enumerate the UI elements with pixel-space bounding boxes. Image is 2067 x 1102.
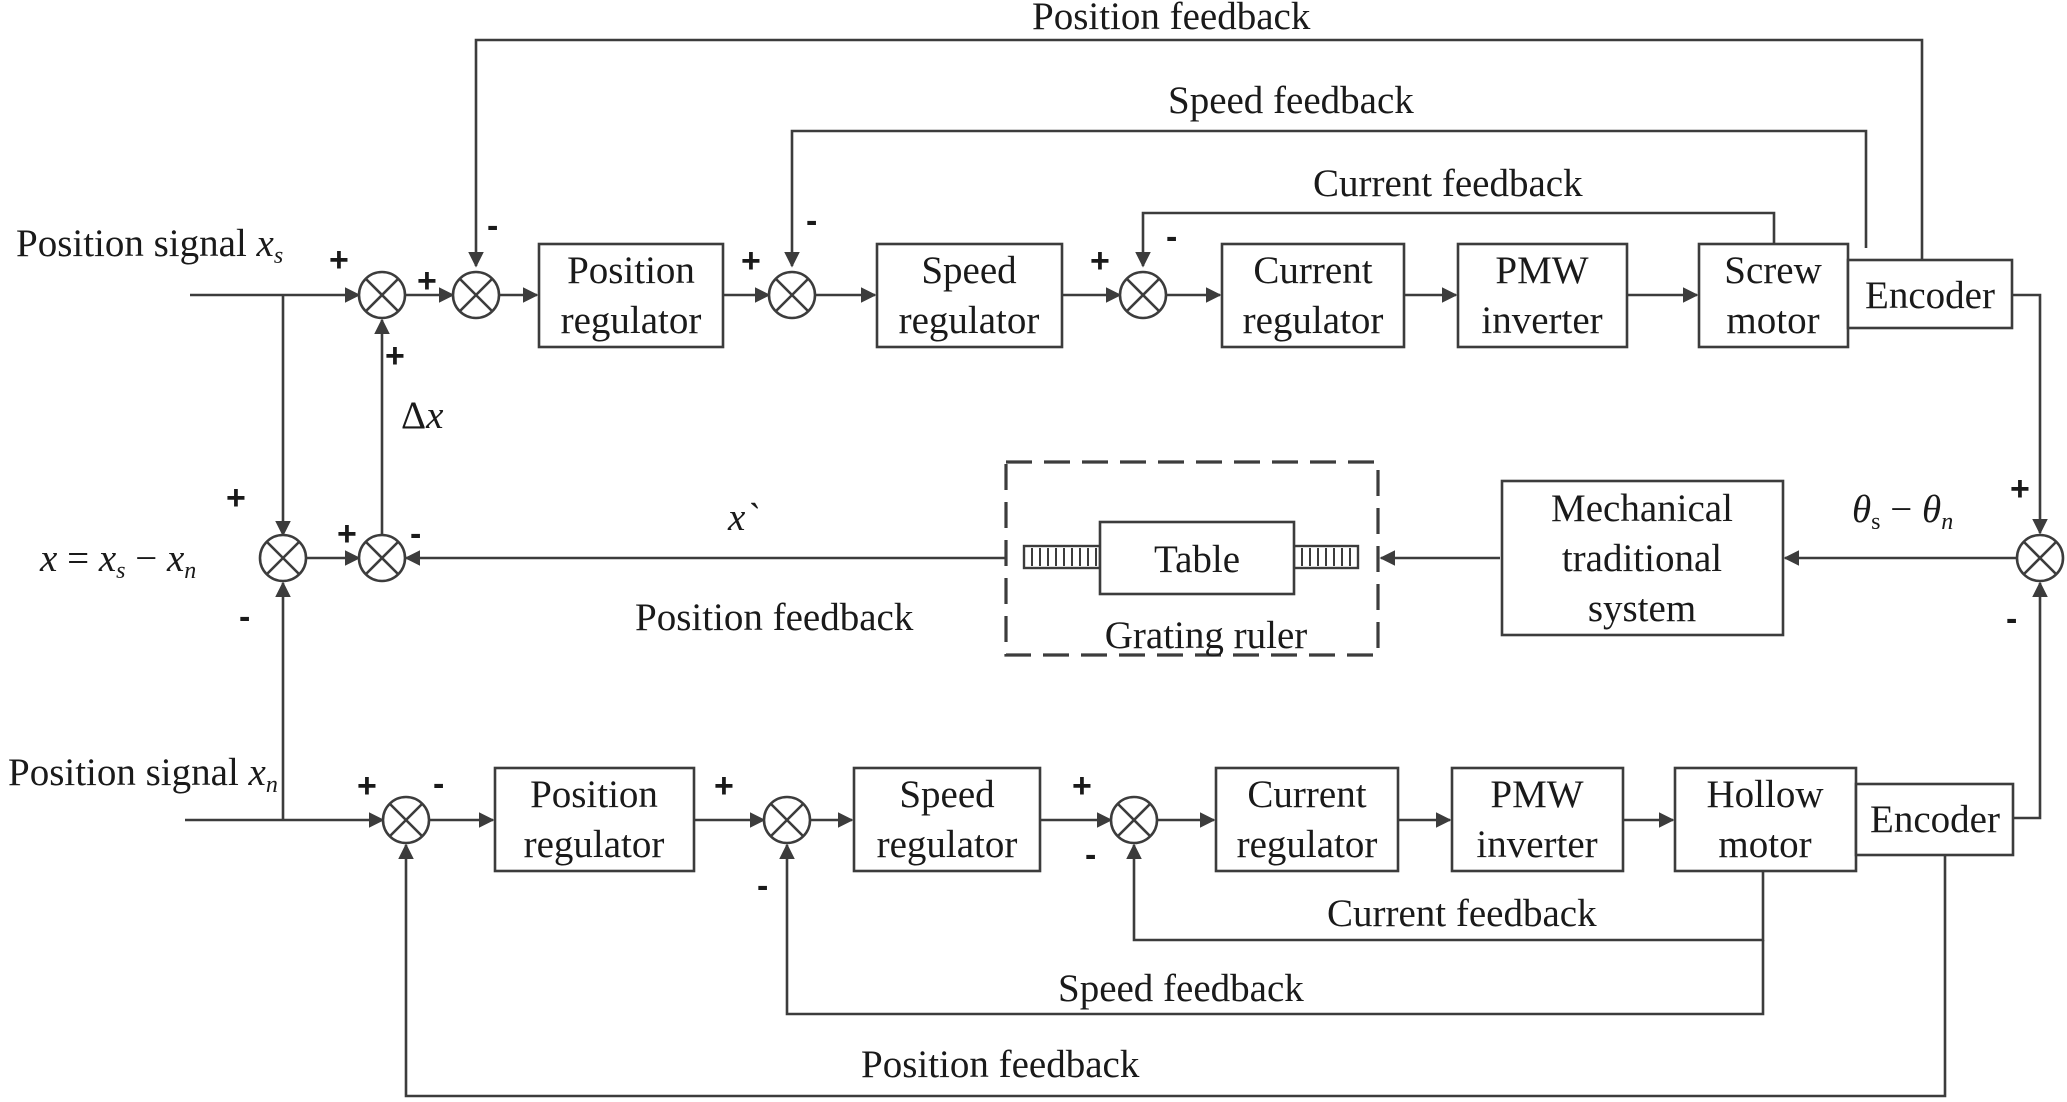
sign-s2-minus-top: - [487,207,498,245]
bottom-summing-junction-1 [381,795,431,845]
bottom-current-feedback-wire [1126,843,1765,942]
top-summing-junction-4 [1118,270,1168,320]
bottom-pwm-inverter-label-2: inverter [1476,823,1597,866]
x-prime-label: x` [727,496,758,539]
top-speed-feedback-label: Speed feedback [1168,79,1414,122]
delta-x-label: Δx [401,394,444,437]
bottom-current-feedback-label: Current feedback [1327,892,1597,935]
bottom-speed-feedback-label: Speed feedback [1058,967,1304,1010]
table-block [1098,520,1296,596]
top-speed-feedback-wire [784,129,1868,268]
encoder-to-theta-wire [2012,293,2048,535]
bottom-encoder-to-theta-wire [2013,581,2048,820]
sign-b1-minus-right: - [433,765,444,803]
sign-delta-minus-right: - [410,515,421,553]
top-input-label: Position signal xs [16,222,283,269]
bottom-current-regulator-block [1214,766,1400,873]
bottom-pwm-inverter-label-1: PMW [1490,773,1583,816]
middle-row: Table Grating ruler Mechanical tradition… [39,318,2065,657]
sign-s3-plus-left: + [741,242,761,280]
bottom-speed-regulator-label-2: regulator [877,823,1018,866]
theta-label: θs − θn [1852,488,1953,535]
top-current-regulator-label-1: Current [1253,249,1372,292]
grating-ruler-label: Grating ruler [1105,614,1308,657]
top-current-feedback-wire [1135,211,1776,268]
sign-s2-plus-left: + [417,262,437,300]
sign-b2-minus-bottom: - [757,867,768,905]
top-summing-junction-2 [451,270,501,320]
screw-motor-block [1697,242,1850,349]
bottom-input-label: Position signal xn [8,751,278,798]
sign-s4-plus-left: + [1090,242,1110,280]
top-summing-junction-3 [767,270,817,320]
top-speed-regulator-block [875,242,1064,349]
error-summing-junction [258,533,308,583]
bottom-speed-regulator-block [852,766,1042,873]
top-loop: Position regulator Speed regulator Curre… [16,0,2048,537]
sign-s1-plus-left: + [329,241,349,279]
bottom-summing-junction-2 [762,795,812,845]
bottom-position-feedback-wire [398,843,1947,1098]
mechanical-label-2: traditional [1562,537,1722,580]
bottom-position-regulator-label-2: regulator [524,823,665,866]
top-pwm-inverter-label-2: inverter [1481,299,1602,342]
bottom-current-regulator-label-1: Current [1247,773,1366,816]
error-equation-label: x = xs − xn [39,537,196,584]
hollow-motor-label-1: Hollow [1707,773,1824,816]
top-pwm-inverter-block [1456,242,1629,349]
sign-error-plus-top: + [226,479,246,517]
screw-motor-label-2: motor [1726,299,1819,342]
sign-delta-plus-left: + [337,515,357,553]
top-pwm-inverter-label-1: PMW [1495,249,1588,292]
bottom-summing-junction-3 [1109,795,1159,845]
top-speed-regulator-label-1: Speed [921,249,1017,292]
sign-error-minus-bottom: - [239,598,250,636]
bottom-speed-feedback-wire [779,843,1765,1016]
hollow-motor-label-2: motor [1718,823,1811,866]
mechanical-system-block [1500,479,1785,637]
sign-b3-plus-left: + [1072,767,1092,805]
middle-position-feedback-label: Position feedback [635,596,914,639]
top-current-regulator-label-2: regulator [1243,299,1384,342]
sign-s4-minus-top: - [1166,218,1177,256]
grating-ruler-right-scale [1292,544,1360,570]
top-encoder-label: Encoder [1865,274,1995,317]
sign-s1-plus-bottom: + [385,337,405,375]
top-summing-junction-1 [357,270,407,320]
sign-theta-plus-top: + [2010,470,2030,508]
top-encoder-block [1846,258,2014,330]
mechanical-label-3: system [1588,587,1696,630]
bottom-position-regulator-label-1: Position [530,773,658,816]
bottom-speed-regulator-label-1: Speed [899,773,995,816]
bottom-current-regulator-label-2: regulator [1237,823,1378,866]
bottom-loop: Position regulator Speed regulator Curre… [8,581,2048,1098]
sign-b2-plus-left: + [714,767,734,805]
hollow-motor-block [1673,766,1858,873]
bottom-encoder-label: Encoder [1870,798,2000,841]
bottom-position-regulator-block [493,766,696,873]
top-position-feedback-label: Position feedback [1032,0,1311,38]
top-speed-regulator-label-2: regulator [899,299,1040,342]
grating-ruler-group [1004,460,1380,657]
sign-b1-plus-left: + [357,767,377,805]
delta-summing-junction [357,533,407,583]
top-position-regulator-block [537,242,725,349]
bottom-encoder-block [1854,782,2015,857]
mechanical-label-1: Mechanical [1551,487,1733,530]
bottom-pwm-inverter-block [1450,766,1625,873]
sign-s3-minus-top: - [806,202,817,240]
bottom-position-feedback-label: Position feedback [861,1043,1140,1086]
top-current-feedback-label: Current feedback [1313,162,1583,205]
theta-summing-junction [2015,533,2065,583]
top-current-regulator-block [1220,242,1406,349]
sign-theta-minus-bottom: - [2006,600,2017,638]
top-position-regulator-label-1: Position [567,249,695,292]
grating-ruler-left-scale [1022,544,1102,570]
table-label: Table [1154,538,1240,581]
top-position-feedback-wire [468,38,1924,268]
sign-b3-minus-bottom: - [1085,836,1096,874]
screw-motor-label-1: Screw [1724,249,1821,292]
top-position-regulator-label-2: regulator [561,299,702,342]
